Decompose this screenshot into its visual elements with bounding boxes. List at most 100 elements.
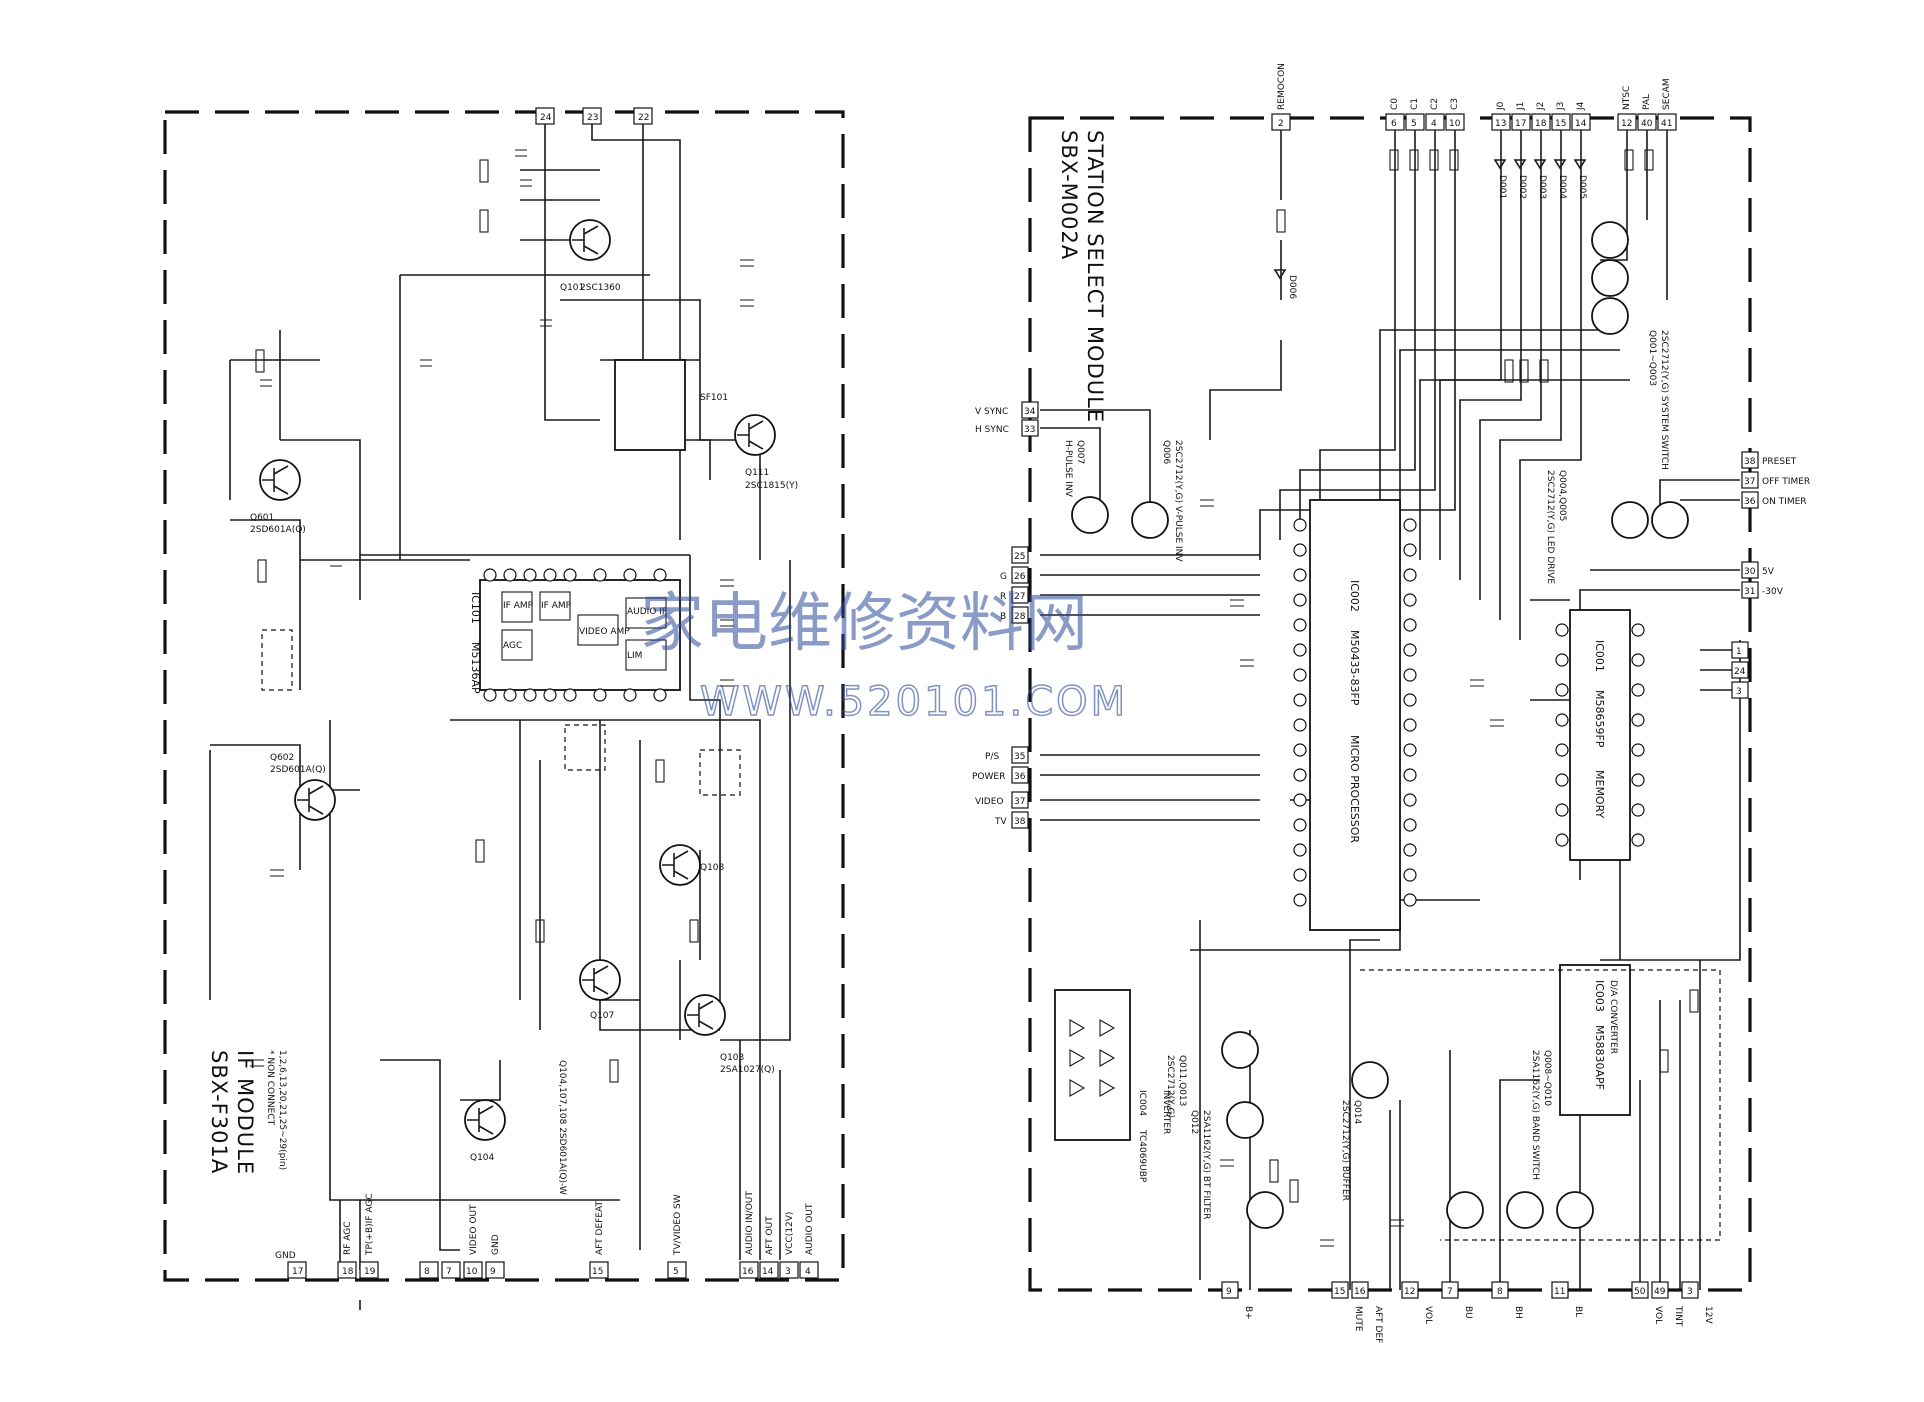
ssm-top-pin-pal-label: PAL <box>1642 94 1652 110</box>
transistor-q007 <box>1071 496 1109 534</box>
ssm-right-pin-preset-num: 38 <box>1744 457 1756 467</box>
ic101-block-lim <box>625 639 667 671</box>
ic101-block-agc <box>501 629 533 661</box>
transistor-q005 <box>1651 501 1689 539</box>
transistor-q111-label: Q111 <box>745 468 769 478</box>
transistor-q602-label: Q602 <box>270 753 294 763</box>
transistor-q103-part: 2SA1027(Q) <box>720 1065 775 1075</box>
transistor-q602 <box>294 779 336 821</box>
ssm-bottom-pin-bu <box>1441 1281 1459 1299</box>
ssm-diode-d005: D005 <box>1577 175 1587 199</box>
ssm-bottom-pin-b-plus-label: B+ <box>1243 1306 1253 1320</box>
ssm-diode-d003: D003 <box>1537 175 1547 199</box>
if-bottom-label-audio-out: AUDIO OUT <box>805 1203 815 1255</box>
ssm-q008-label: Q008~Q010 <box>1542 1050 1552 1106</box>
if-bottom-label-audio-in-out: AUDIO IN/OUT <box>745 1191 755 1255</box>
if-wiring <box>209 124 791 1310</box>
ssm-top-connectors: 2 REMOCON 6 C0 5 C1 4 C2 10 C3 13 J0 17 … <box>1271 63 1677 131</box>
ssm-q006-label: Q006 <box>1161 440 1171 465</box>
ic003-desc: D/A CONVERTER <box>1608 980 1618 1054</box>
if-bottom-label-if-agc: TP(+B)IF AGC <box>365 1193 375 1256</box>
ic004-part: TC4069UBP <box>1137 1129 1147 1183</box>
if-bottom-label-tv-video: TV/VIDEO SW <box>673 1194 683 1256</box>
ic001-part: M58659FP <box>1593 690 1606 748</box>
if-bottom-pin-7 <box>441 1261 461 1279</box>
if-connector-24-label: 24 <box>540 113 552 123</box>
ssm-bottom-pin-bh <box>1491 1281 1509 1299</box>
if-bottom-pin-7-num: 7 <box>446 1267 452 1277</box>
ssm-left-pin-25 <box>1011 546 1029 564</box>
ic101-block-label-1: IF AMP <box>503 601 534 611</box>
transistor-q006 <box>1131 501 1169 539</box>
ssm-right-pin-off-timer-label: OFF TIMER <box>1762 477 1810 487</box>
ssm-left-pin-25-num: 25 <box>1014 552 1025 562</box>
ic001-body <box>1569 609 1631 861</box>
transistor-q601-label: Q601 <box>250 513 274 523</box>
ic004-ref: IC004 <box>1137 1090 1147 1116</box>
ic101-block-label-2: AGC <box>503 641 522 651</box>
transistor-q012 <box>1226 1101 1264 1139</box>
ic101-label: IC101 <box>469 592 482 624</box>
ssm-top-pin-secam-num: 41 <box>1661 119 1672 129</box>
if-bottom-label-rf-agc: RF AGC <box>343 1221 353 1255</box>
ssm-bottom-pin-bh-label: BH <box>1513 1306 1523 1319</box>
if-module-title-group: SBX-F301A IF MODULE * NON CONNECT 1,2,6,… <box>207 1050 287 1175</box>
transistor-q004 <box>1611 501 1649 539</box>
if-bottom-pin-19-num: 19 <box>364 1267 376 1277</box>
ssm-q011-label: Q011,Q013 <box>1177 1055 1187 1106</box>
transistor-q002 <box>1591 259 1629 297</box>
ssm-bottom-pin-tint-num: 49 <box>1654 1287 1666 1297</box>
transistor-q101 <box>569 219 611 261</box>
ic002-body <box>1309 499 1401 931</box>
ssm-left-pin-hsync-num: 33 <box>1024 425 1035 435</box>
if-bottom-pin-19 <box>359 1261 379 1279</box>
if-top-connectors: 24 23 22 <box>535 107 653 125</box>
if-coil-t101 <box>564 724 606 771</box>
if-bottom-label-aft-defeat: AFT DEFEAT <box>595 1201 605 1255</box>
ssm-top-pin-ntsc-label: NTSC <box>1622 86 1632 110</box>
ssm-bottom-pin-bh-num: 8 <box>1497 1287 1503 1297</box>
ssm-top-pin-c1-label: C1 <box>1410 98 1420 110</box>
ssm-bottom-pin-tint-label: TINT <box>1673 1305 1683 1327</box>
ssm-bottom-pin-b-plus-num: 9 <box>1226 1287 1232 1297</box>
ssm-bottom-pin-vol-2-num: 50 <box>1634 1287 1646 1297</box>
ssm-right-pin-off-timer <box>1741 471 1759 489</box>
ssm-right-pin-on-timer <box>1741 491 1759 509</box>
transistor-q013 <box>1246 1191 1284 1229</box>
ssm-q014-desc: 2SC2712(Y,G) BUFFER <box>1340 1100 1350 1201</box>
ssm-left-pin-g-label: G <box>1000 572 1007 582</box>
saw-filter-sf101 <box>614 359 686 451</box>
ssm-bottom-pin-vol-2-label: VOL <box>1653 1306 1663 1324</box>
ssm-left-pin-b <box>1011 606 1029 624</box>
ssm-bottom-pin-mute <box>1331 1281 1349 1299</box>
ic004-desc: INVERTER <box>1161 1090 1171 1134</box>
ssm-left-pin-video-label: VIDEO <box>975 797 1004 807</box>
if-module-note-2: 1,2,6,13,20,21,25~29(pin) <box>277 1050 287 1170</box>
transistor-q104-label: Q104 <box>470 1153 495 1163</box>
if-bottom-connectors: 17 18 19 8 7 10 9 15 5 16 14 3 4 <box>275 1191 819 1279</box>
ssm-q001-desc: 2SC2712(Y,G) SYSTEM SWITCH <box>1659 330 1669 470</box>
ssm-top-pin-pal-num: 40 <box>1641 119 1653 129</box>
ic101-part: M5136AP <box>469 642 482 694</box>
ssm-q004-desc: 2SC2712(Y,G) LED DRIVE <box>1545 470 1555 584</box>
ssm-right-pin-on-timer-num: 36 <box>1744 497 1756 507</box>
if-module-note-1: * NON CONNECT <box>265 1050 275 1126</box>
saw-filter-label: SF101 <box>700 393 728 403</box>
ssm-bottom-pin-vol <box>1401 1281 1419 1299</box>
ssm-q014-label: Q014 <box>1352 1100 1362 1125</box>
transistor-q108-label: Q108 <box>700 863 725 873</box>
ssm-top-pin-secam-label: SECAM <box>1662 78 1672 110</box>
transistor-q009 <box>1506 1191 1544 1229</box>
ssm-bottom-pin-vol-2 <box>1631 1281 1649 1299</box>
ssm-top-pin-j1-num: 17 <box>1515 119 1526 129</box>
if-connector-23-label: 23 <box>587 113 598 123</box>
ic101-block-label-7: AUDIO IF <box>627 607 667 617</box>
ssm-top-pin-j0-num: 13 <box>1495 119 1506 129</box>
ssm-q008-desc: 2SA1162(Y,G) BAND SWITCH <box>1530 1050 1540 1180</box>
ssm-right-pin-3 <box>1731 681 1749 699</box>
if-bottom-pin-17 <box>287 1261 307 1279</box>
ic101: IF AMP AGC IF AMP VIDEO AMP AUDIO IF LIM… <box>469 568 681 702</box>
ssm-top-pin-j3-num: 15 <box>1555 119 1566 129</box>
ssm-right-pin-30v-label: -30V <box>1762 587 1784 597</box>
ssm-left-pin-b-num: 28 <box>1014 612 1026 622</box>
